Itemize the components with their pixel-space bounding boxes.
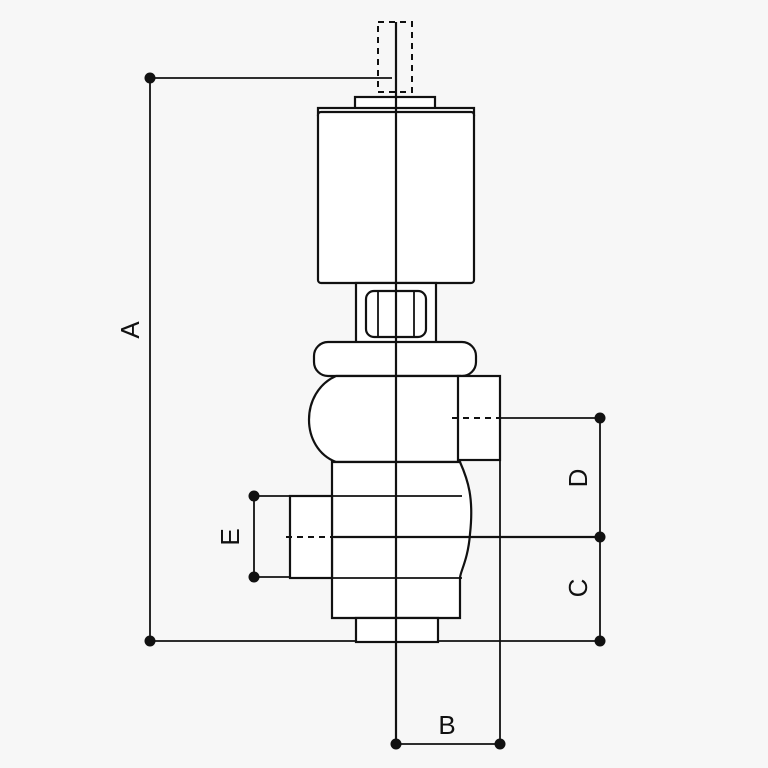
dimension-c-bottom-dot bbox=[594, 635, 606, 647]
outlet-port-right bbox=[452, 374, 502, 462]
dimension-e-bottom-dot bbox=[248, 571, 260, 583]
dimension-b-right-dot bbox=[494, 738, 506, 750]
inlet-port-left bbox=[286, 494, 334, 580]
dimension-b-left-dot bbox=[390, 738, 402, 750]
dimension-a-label: A bbox=[115, 321, 145, 339]
dimension-d: D bbox=[500, 412, 606, 543]
dimension-d-label: D bbox=[563, 469, 593, 488]
dimension-e: E bbox=[215, 490, 290, 583]
dimension-d-top-dot bbox=[594, 412, 606, 424]
dimension-c: C bbox=[563, 537, 606, 647]
dimension-b-label: B bbox=[438, 710, 455, 740]
dimension-a-top-dot bbox=[144, 72, 156, 84]
upper-body bbox=[307, 374, 462, 464]
dimension-e-label: E bbox=[215, 528, 245, 545]
lower-body bbox=[330, 460, 473, 620]
dimension-c-label: C bbox=[563, 579, 593, 598]
dimension-e-top-dot bbox=[248, 490, 260, 502]
dimension-b: B bbox=[390, 460, 506, 750]
dimension-a-bottom-dot bbox=[144, 635, 156, 647]
